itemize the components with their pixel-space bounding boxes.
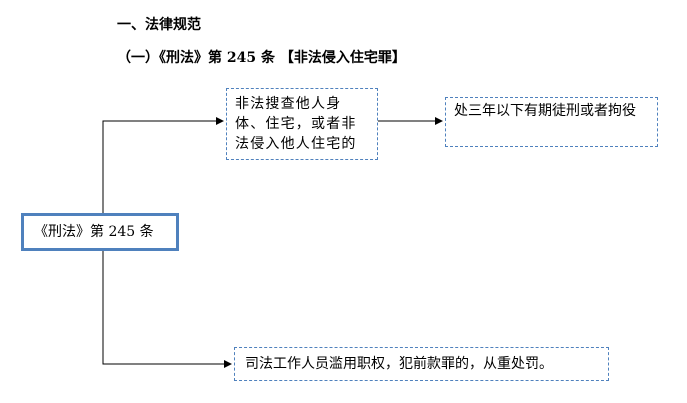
penalty-node: 处三年以下有期徒刑或者拘役 [445, 97, 658, 147]
section-heading: 一、法律规范 [117, 17, 201, 33]
connector-main-to-act [102, 117, 224, 213]
illegal-search-node: 非法搜查他人身体、住宅，或者非法侵入他人住宅的 [226, 88, 378, 160]
article-245-node: 《刑法》第 245 条 [21, 213, 179, 251]
subsection-heading: （一）《刑法》第 245 条 【非法侵入住宅罪】 [117, 50, 406, 66]
connector-main-to-judicial [102, 251, 232, 368]
judicial-abuse-node: 司法工作人员滥用职权，犯前款罪的，从重处罚。 [234, 347, 609, 381]
